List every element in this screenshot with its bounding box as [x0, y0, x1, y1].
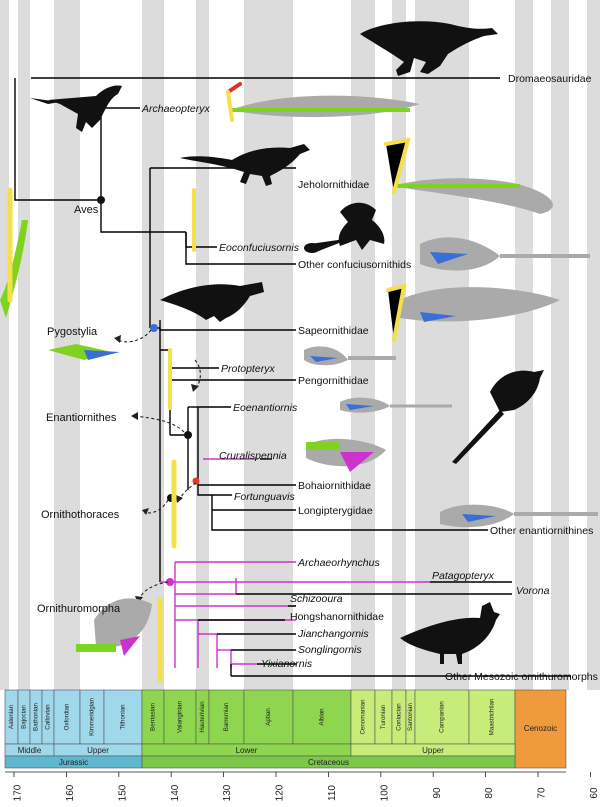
label-bohaiornithidae: Bohaiornithidae — [298, 480, 371, 492]
label-dromaeosauridae: Dromaeosauridae — [508, 73, 592, 85]
ornithuromorpha-node — [166, 578, 174, 586]
stage-label: Aalenian — [8, 704, 15, 729]
group-ornithothoraces: Ornithothoraces — [41, 509, 120, 521]
tick-label: 100 — [379, 784, 390, 801]
cruralispennia-node — [192, 477, 200, 485]
stage-box — [292, 689, 352, 745]
group-enantiornithes: Enantiornithes — [46, 412, 117, 424]
limb-bones — [7, 82, 411, 683]
label-pengornithidae: Pengornithidae — [298, 375, 369, 387]
sapeornis-silhouette — [160, 282, 264, 322]
stage-label: Callovian — [45, 704, 52, 730]
tick-label: 170 — [13, 784, 24, 801]
stage-label: Barremian — [223, 702, 230, 731]
stage-label: Albian — [319, 708, 326, 726]
ornithuromorph-silhouette — [400, 602, 500, 664]
tick-label: 90 — [432, 787, 443, 799]
label-fortunguavis: Fortunguavis — [234, 491, 295, 503]
stage-label: Aptian — [265, 708, 272, 726]
enantiornithes-node — [184, 431, 192, 439]
tick-label: 160 — [65, 784, 76, 801]
label-yixianornis: Yixianornis — [261, 658, 313, 670]
stage-label: Oxfordian — [64, 703, 71, 730]
period-label: Cretaceous — [308, 758, 349, 767]
epoch-label: Upper — [422, 746, 444, 755]
label-archaeorhynchus: Archaeorhynchus — [297, 557, 380, 569]
epoch-label: Upper — [87, 746, 109, 755]
label-hongshanornithidae: Hongshanornithidae — [290, 611, 384, 623]
label-schizooura: Schizooura — [290, 593, 343, 605]
stage-box — [243, 689, 294, 745]
long-tails — [0, 95, 553, 318]
label-eoenantiornis: Eoenantiornis — [233, 402, 298, 414]
group-ornithuromorpha: Ornithuromorpha — [37, 603, 121, 615]
label-longipterygidae: Longipterygidae — [298, 505, 373, 517]
label-jeholornithidae: Jeholornithidae — [298, 179, 369, 191]
aves-node — [97, 196, 105, 204]
stage-label: Maastrichtian — [489, 698, 496, 735]
archaeopteryx-silhouette — [30, 85, 122, 132]
label-other-confuciusornithids: Other confuciusornithids — [298, 259, 411, 271]
stage-label: Berriasian — [150, 703, 157, 731]
stage-box — [350, 689, 376, 745]
tick-label: 60 — [589, 787, 600, 799]
stage-label: Hauterivian — [199, 701, 206, 733]
label-jianchangornis: Jianchangornis — [297, 628, 369, 640]
period-label: Jurassic — [59, 758, 88, 767]
label-eoconfuciusornis: Eoconfuciusornis — [219, 242, 300, 254]
label-songlingornis: Songlingornis — [298, 644, 362, 656]
stage-label: Kimmeridgian — [89, 698, 96, 736]
label-other-mesozoic-ornithuromorphs: Other Mesozoic ornithuromorphs — [445, 671, 598, 683]
stage-box — [514, 689, 567, 769]
dinosaur-silhouette — [360, 21, 498, 76]
group-aves: Aves — [74, 204, 99, 216]
epoch-label: Lower — [236, 746, 258, 755]
enantiornithine-silhouette — [452, 370, 544, 464]
tick-label: 130 — [222, 784, 233, 801]
stage-label: Tithonian — [120, 704, 127, 730]
period-box — [141, 755, 516, 769]
stage-label: Campanian — [439, 701, 446, 733]
stage-label: Santonian — [407, 703, 414, 731]
stage-label: Turonian — [380, 704, 387, 729]
pygostylia-node — [150, 324, 158, 332]
stage-label: Bajocian — [21, 705, 28, 729]
tick-label: 120 — [275, 784, 286, 801]
stage-label: Bathonian — [33, 703, 40, 731]
ornithuromorph-terminal-branches — [198, 581, 571, 677]
label-other-enantiornithines: Other enantiornithines — [490, 525, 593, 537]
label-vorona: Vorona — [516, 585, 550, 597]
stage-box — [53, 689, 81, 745]
geologic-timescale: Aalenian Bajocian Bathonian Callovian Oxford… — [4, 689, 600, 801]
stage-label: Coniacian — [396, 703, 403, 731]
label-archaeopteryx: Archaeopteryx — [141, 103, 210, 115]
tree-branches — [14, 77, 500, 582]
group-pygostylia: Pygostylia — [47, 326, 98, 338]
pygostyle-tails — [48, 237, 598, 656]
stage-label: Cenomanian — [360, 699, 367, 735]
tick-label: 110 — [327, 785, 338, 801]
label-protopteryx: Protopteryx — [221, 363, 275, 375]
label-sapeornithidae: Sapeornithidae — [298, 325, 369, 337]
stage-label: Cenozoic — [524, 724, 557, 733]
confuciusornis-silhouette — [304, 202, 385, 253]
tick-label: 70 — [537, 787, 548, 799]
label-cruralispennia: Cruralispennia — [219, 450, 287, 462]
epoch-label: Middle — [18, 746, 42, 755]
stage-label: Valanginian — [177, 701, 184, 733]
jeholornis-silhouette — [180, 144, 310, 186]
tick-label: 150 — [117, 784, 128, 801]
stage-bands — [0, 0, 600, 690]
tick-label: 80 — [484, 787, 495, 799]
tick-label: 140 — [170, 784, 181, 801]
label-patagopteryx: Patagopteryx — [432, 570, 495, 582]
stage-box — [103, 689, 143, 745]
